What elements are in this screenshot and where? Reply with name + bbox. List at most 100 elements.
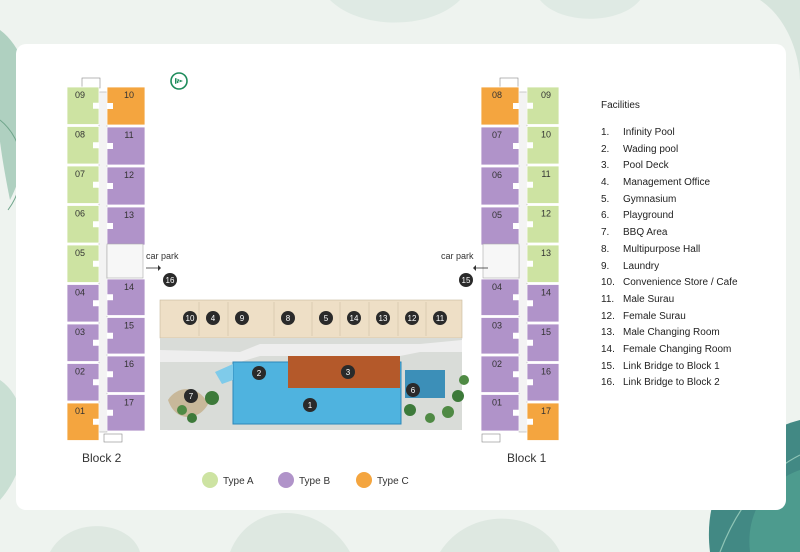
facilities-title: Facilities	[601, 100, 640, 111]
block-2-car-park-label: car park	[146, 251, 179, 261]
block-2-unit-13: 13	[106, 206, 146, 246]
block-2-unit-04: 04	[66, 284, 100, 323]
facility-marker-8: 8	[273, 302, 295, 336]
svg-text:1: 1	[308, 401, 313, 410]
unit-number: 11	[124, 130, 133, 140]
block-2-unit-17: 17	[106, 394, 146, 432]
unit-number: 01	[492, 398, 502, 408]
block-1-corridor	[518, 91, 528, 433]
facility-marker-14: 14	[339, 302, 361, 336]
facility-item: 1.Infinity Pool	[601, 125, 791, 142]
block-1-unit-06: 06	[480, 166, 520, 206]
facility-marker-5: 5	[311, 302, 333, 336]
facility-item: 3.Pool Deck	[601, 158, 791, 175]
compass-north-arrow-icon: N	[170, 72, 188, 90]
unit-number: 17	[541, 406, 551, 416]
facility-name: Infinity Pool	[623, 127, 675, 138]
block-1-label: Block 1	[507, 451, 547, 465]
unit-number: 16	[541, 367, 551, 377]
facility-name: Management Office	[623, 177, 711, 189]
block-2-unit-07: 07	[66, 165, 100, 204]
block-2-unit-06: 06	[66, 205, 100, 244]
block-1-unit-16: 16	[526, 363, 560, 402]
unit-number: 10	[541, 130, 551, 140]
block-2-unit-16: 16	[106, 355, 146, 393]
facility-number: 10.	[601, 277, 615, 289]
block-2-unit-14: 14	[106, 278, 146, 316]
unit-number: 05	[492, 210, 502, 220]
block-1-stair-bottom	[481, 433, 501, 443]
facility-marker-12: 12	[397, 302, 419, 336]
block-2-unit-01: 01	[66, 402, 100, 441]
unit-number: 01	[75, 406, 85, 416]
svg-text:14: 14	[350, 314, 359, 323]
facility-number: 12.	[601, 310, 615, 322]
facility-name: Playground	[623, 210, 674, 222]
facility-marker-13: 13	[368, 302, 390, 336]
facility-name: Multipurpose Hall	[623, 243, 701, 255]
facility-number: 11.	[601, 293, 615, 305]
site-marker-1: 1	[303, 398, 317, 412]
facility-name: Convenience Store / Cafe	[623, 277, 738, 289]
site-marker-2: 2	[252, 366, 266, 380]
block-1-unit-01: 01	[480, 394, 520, 432]
unit-number: 03	[492, 321, 502, 331]
facility-marker-4: 4	[198, 302, 220, 336]
unit-number: 07	[75, 169, 85, 179]
leaf-decoration-top	[330, 0, 640, 23]
facility-item: 5.Gymnasium	[601, 192, 791, 209]
block-2-unit-03: 03	[66, 323, 100, 362]
unit-number: 13	[541, 248, 551, 258]
facility-item: 2.Wading pool	[601, 142, 791, 159]
legend-item-type-a: Type A	[202, 472, 254, 488]
block-1-unit-14: 14	[526, 284, 560, 323]
block-1-unit-02: 02	[480, 355, 520, 393]
block-1-unit-07: 07	[480, 126, 520, 166]
block-1-unit-13: 13	[526, 244, 560, 283]
unit-number: 04	[75, 288, 85, 298]
svg-text:2: 2	[257, 369, 262, 378]
facility-item: 14. Female Changing Room	[601, 342, 791, 359]
unit-number: 05	[75, 248, 85, 258]
block-2-stair-top	[81, 77, 101, 89]
unit-number: 07	[492, 130, 502, 140]
svg-text:12: 12	[408, 314, 417, 323]
facility-number: 9.	[601, 260, 610, 272]
wading-pool	[215, 364, 233, 384]
svg-text:9: 9	[240, 314, 245, 323]
facility-name: Pool Deck	[623, 160, 669, 172]
svg-text:3: 3	[346, 368, 351, 377]
svg-text:N: N	[176, 80, 180, 86]
block-1-unit-08: 08	[480, 86, 520, 126]
facility-item: 15.Link Bridge to Block 1	[601, 359, 791, 376]
facility-name: Link Bridge to Block 2	[623, 377, 720, 389]
svg-text:11: 11	[436, 314, 445, 323]
legend-swatch	[202, 472, 218, 488]
facility-item: 16. Link Bridge to Block 2	[601, 375, 791, 392]
facility-number: 16.	[601, 377, 615, 389]
block-1-unit-05: 05	[480, 206, 520, 246]
facility-name: Female Changing Room	[623, 343, 732, 355]
facility-number: 2.	[601, 143, 610, 155]
svg-text:8: 8	[286, 314, 291, 323]
svg-text:13: 13	[379, 314, 388, 323]
facility-item: 11.Male Surau	[601, 292, 791, 309]
facility-name: Male Changing Room	[623, 327, 720, 339]
unit-number: 11	[541, 169, 550, 179]
legend-label: Type A	[223, 476, 254, 487]
facility-number: 6.	[601, 210, 610, 222]
block-1-unit-15: 15	[526, 323, 560, 362]
unit-number: 16	[124, 359, 134, 369]
unit-number: 02	[492, 359, 502, 369]
svg-text:10: 10	[186, 314, 195, 323]
facility-number: 15.	[601, 360, 615, 372]
unit-number: 15	[541, 327, 551, 337]
facility-item: 12.Female Surau	[601, 309, 791, 326]
facility-number: 14.	[601, 343, 615, 355]
